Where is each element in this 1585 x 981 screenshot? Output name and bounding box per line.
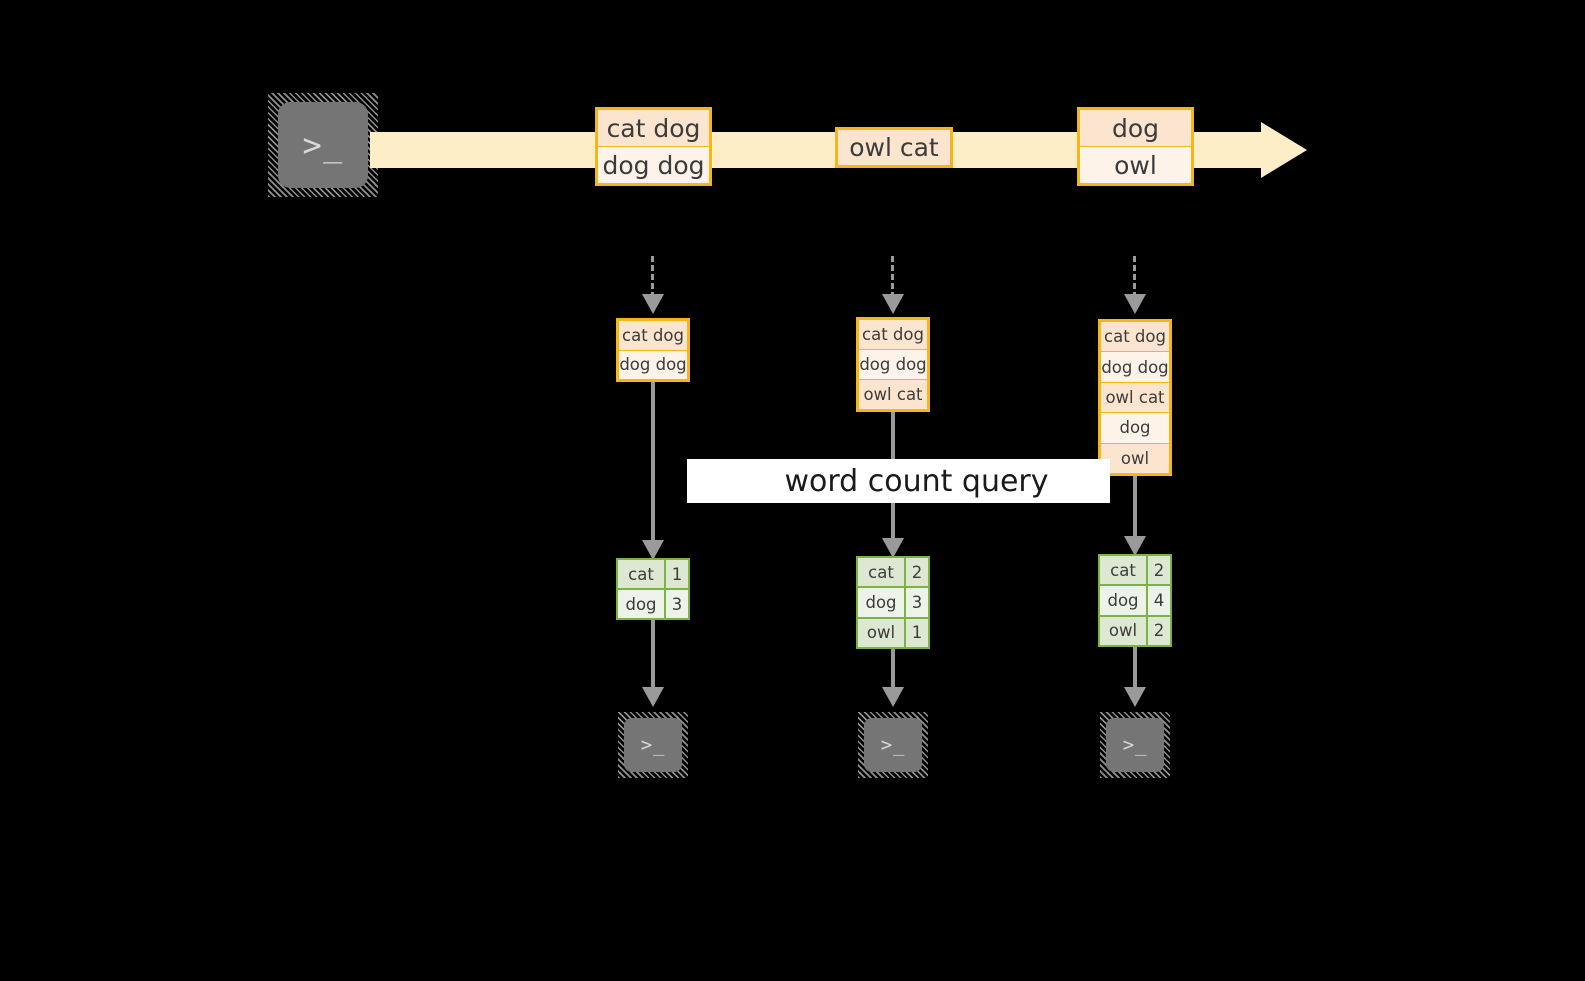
snapshot-input-line: owl cat — [859, 379, 927, 409]
stream-tap-connector — [891, 256, 894, 298]
result-count-cell: 3 — [666, 590, 688, 618]
sink-terminal-icon: >_ — [858, 712, 928, 778]
arrow-head-down-icon — [1124, 536, 1146, 556]
stream-record-group[interactable]: cat dog dog dog — [595, 107, 712, 186]
terminal-prompt-icon: >_ — [302, 126, 344, 164]
result-row: dog 3 — [618, 588, 688, 618]
arrow-head-down-icon — [1124, 687, 1146, 707]
arrow-head-down-icon — [882, 687, 904, 707]
arrow-head-down-icon — [1124, 294, 1146, 314]
result-word-cell: owl — [1100, 616, 1148, 645]
snapshot-input-line: dog dog — [619, 349, 687, 379]
stream-tap-connector — [1133, 256, 1136, 298]
terminal-body — [624, 717, 682, 773]
result-count-cell: 4 — [1148, 586, 1170, 615]
sink-terminal-icon: >_ — [1100, 712, 1170, 778]
snapshot-input-box[interactable]: cat dog dog dog owl cat dog owl — [1098, 319, 1172, 476]
result-word-cell: dog — [618, 590, 666, 618]
sink-connector — [1133, 647, 1137, 695]
snapshot-input-line: cat dog — [859, 320, 927, 349]
snapshot-input-box[interactable]: cat dog dog dog owl cat — [856, 317, 930, 412]
arrow-head-down-icon — [642, 687, 664, 707]
stream-record-line: owl cat — [838, 130, 950, 165]
query-connector — [651, 382, 655, 550]
query-banner-label: word count query — [784, 463, 1049, 499]
arrow-head-down-icon — [642, 294, 664, 314]
result-count-cell: 3 — [906, 588, 928, 617]
stream-record-line: cat dog — [598, 110, 709, 146]
sink-terminal-icon: >_ — [618, 712, 688, 778]
result-row: owl 2 — [1100, 614, 1170, 645]
sink-connector — [891, 649, 895, 695]
result-word-cell: dog — [858, 588, 906, 617]
result-table[interactable]: cat 2 dog 3 owl 1 — [856, 556, 930, 649]
stream-arrow-right-icon — [1261, 122, 1307, 178]
snapshot-input-line: dog — [1101, 412, 1169, 443]
snapshot-input-line: dog dog — [859, 349, 927, 379]
stream-tap-connector — [651, 256, 654, 298]
arrow-head-down-icon — [642, 540, 664, 560]
result-count-cell: 1 — [906, 618, 928, 647]
stream-record-line: dog dog — [598, 146, 709, 183]
snapshot-input-line: owl cat — [1101, 381, 1169, 413]
stream-record-line: owl — [1080, 146, 1191, 183]
result-table[interactable]: cat 2 dog 4 owl 2 — [1098, 554, 1172, 647]
result-row: owl 1 — [858, 616, 928, 647]
source-terminal-icon: >_ — [268, 93, 378, 197]
snapshot-input-line: cat dog — [1101, 322, 1169, 352]
result-row: cat 2 — [858, 558, 928, 587]
stream-record-line: dog — [1080, 110, 1191, 146]
sink-connector — [651, 620, 655, 695]
result-word-cell: dog — [1100, 586, 1148, 615]
result-row: dog 4 — [1100, 584, 1170, 615]
snapshot-input-line: owl — [1101, 442, 1169, 474]
result-row: cat 2 — [1100, 556, 1170, 585]
query-connector — [1133, 476, 1137, 548]
snapshot-input-box[interactable]: cat dog dog dog — [616, 318, 690, 382]
result-row: cat 1 — [618, 560, 688, 588]
result-word-cell: cat — [618, 560, 666, 588]
result-word-cell: cat — [858, 558, 906, 587]
terminal-body — [864, 717, 922, 773]
terminal-prompt-icon: >_ — [880, 733, 906, 756]
result-word-cell: owl — [858, 618, 906, 647]
stream-record-group[interactable]: owl cat — [835, 127, 953, 168]
result-row: dog 3 — [858, 586, 928, 617]
result-count-cell: 2 — [1148, 556, 1170, 585]
result-table[interactable]: cat 1 dog 3 — [616, 558, 690, 620]
result-count-cell: 1 — [666, 560, 688, 588]
arrow-head-down-icon — [882, 294, 904, 314]
stream-record-group[interactable]: dog owl — [1077, 107, 1194, 186]
terminal-body — [277, 102, 369, 188]
result-count-cell: 2 — [906, 558, 928, 587]
snapshot-input-line: dog dog — [1101, 351, 1169, 382]
terminal-body — [1106, 717, 1164, 773]
snapshot-input-line: cat dog — [619, 321, 687, 350]
arrow-head-down-icon — [882, 538, 904, 558]
terminal-prompt-icon: >_ — [640, 733, 666, 756]
result-word-cell: cat — [1100, 556, 1148, 585]
query-banner: word count query — [687, 459, 1110, 503]
terminal-prompt-icon: >_ — [1122, 733, 1148, 756]
result-count-cell: 2 — [1148, 616, 1170, 645]
